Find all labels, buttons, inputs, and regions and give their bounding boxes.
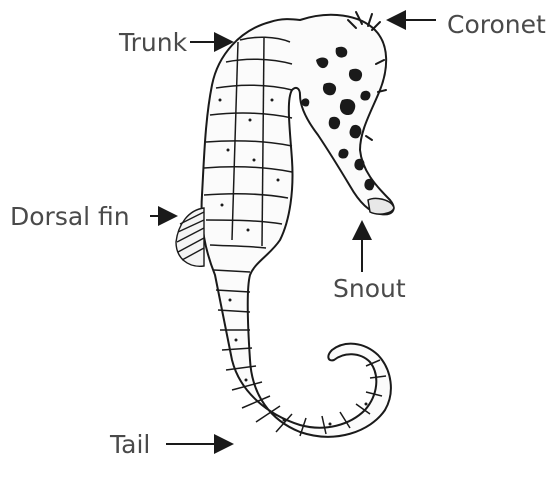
seahorse-body — [202, 15, 394, 437]
snout-label: Snout — [333, 276, 406, 301]
dorsal-fin — [176, 208, 204, 266]
trunk-label: Trunk — [119, 30, 187, 55]
coronet-label: Coronet — [447, 12, 546, 37]
dorsal-fin-label: Dorsal fin — [10, 204, 130, 229]
tail-label: Tail — [110, 432, 150, 457]
